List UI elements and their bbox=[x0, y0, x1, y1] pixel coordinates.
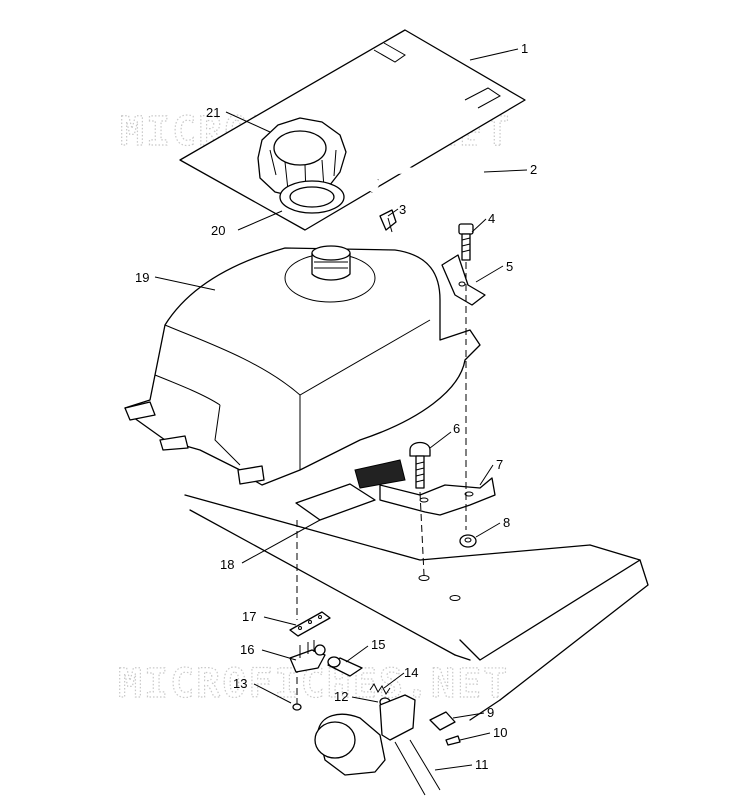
part-label-14: 14 bbox=[404, 665, 418, 680]
fuel-tank bbox=[124, 245, 481, 489]
seat-pad bbox=[179, 29, 526, 231]
part-label-8: 8 bbox=[503, 515, 510, 530]
valve-mounting-plate bbox=[289, 611, 331, 637]
part-label-7: 7 bbox=[496, 457, 503, 472]
lock-nut bbox=[459, 534, 477, 548]
vent-hose bbox=[369, 136, 485, 194]
part-label-16: 16 bbox=[240, 642, 254, 657]
part-label-21: 21 bbox=[206, 105, 220, 120]
part-label-17: 17 bbox=[242, 609, 256, 624]
part-label-15: 15 bbox=[371, 637, 385, 652]
part-label-18: 18 bbox=[220, 557, 234, 572]
part-label-20: 20 bbox=[211, 223, 225, 238]
front-bracket bbox=[441, 254, 486, 306]
part-label-9: 9 bbox=[487, 705, 494, 720]
part-label-13: 13 bbox=[233, 676, 247, 691]
choke-knob bbox=[429, 711, 456, 731]
part-labels: 1 2 3 4 5 6 7 8 9 10 11 12 13 14 15 16 1… bbox=[135, 41, 537, 772]
vent-fitting bbox=[379, 209, 397, 233]
fuel-cap bbox=[257, 117, 347, 199]
rear-bolt bbox=[409, 441, 431, 489]
part-label-4: 4 bbox=[488, 211, 495, 226]
part-label-11: 11 bbox=[475, 757, 489, 772]
part-label-5: 5 bbox=[506, 259, 513, 274]
alignment-lines bbox=[296, 262, 467, 705]
fuel-valve bbox=[289, 640, 326, 673]
fuel-line bbox=[327, 656, 363, 677]
part-label-19: 19 bbox=[135, 270, 149, 285]
part-label-2: 2 bbox=[530, 162, 537, 177]
front-bolt bbox=[458, 223, 474, 261]
part-label-6: 6 bbox=[453, 421, 460, 436]
knob-screw bbox=[445, 735, 461, 746]
rear-bracket bbox=[379, 477, 496, 516]
spring bbox=[369, 683, 391, 695]
part-label-3: 3 bbox=[399, 202, 406, 217]
tank-pad bbox=[295, 483, 376, 521]
choke-bracket bbox=[314, 694, 441, 796]
leader-lines bbox=[154, 48, 528, 771]
part-label-1: 1 bbox=[521, 41, 528, 56]
valve-screw bbox=[292, 698, 302, 711]
frame-rails bbox=[184, 494, 649, 721]
part-label-10: 10 bbox=[493, 725, 507, 740]
cap-gasket bbox=[279, 180, 345, 214]
part-label-12: 12 bbox=[334, 689, 348, 704]
